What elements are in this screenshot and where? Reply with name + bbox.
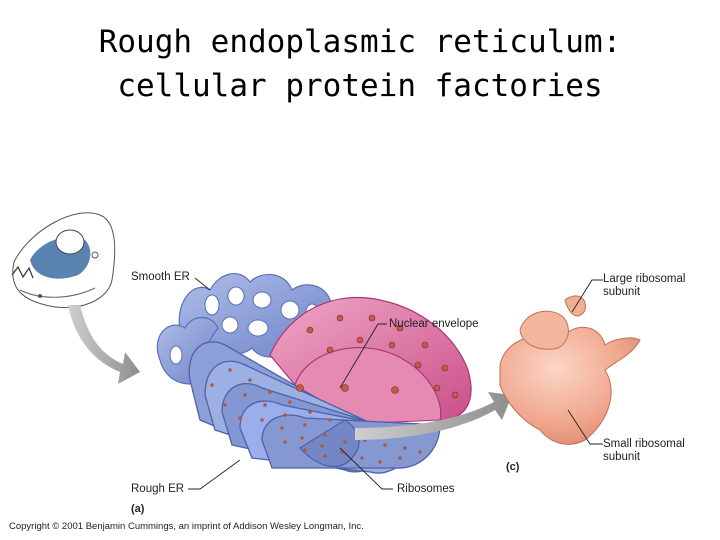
label-large-subunit: Large ribosomal subunit <box>603 273 685 299</box>
label-smooth-er: Smooth ER <box>131 271 190 283</box>
panel-label-a: (a) <box>131 503 145 515</box>
title-line-1: Rough endoplasmic reticulum: <box>98 24 622 60</box>
cell-thumbnail <box>11 212 116 309</box>
label-large-subunit-line1: Large ribosomal <box>603 273 686 285</box>
panel-label-c: (c) <box>506 461 520 473</box>
title-line-2: cellular protein factories <box>117 68 603 104</box>
ribosome-dots <box>210 368 422 464</box>
zoom-arrow-right <box>355 392 512 440</box>
ribosome-subunits <box>499 295 641 445</box>
label-large-subunit-line2: subunit <box>603 286 641 298</box>
copyright-notice: Copyright © 2001 Benjamin Cummings, an i… <box>9 521 364 532</box>
label-nuclear-envelope: Nuclear envelope <box>389 318 479 330</box>
label-ribosomes: Ribosomes <box>397 483 455 495</box>
label-small-subunit: Small ribosomal subunit <box>603 438 685 464</box>
zoom-arrow-left <box>68 305 140 384</box>
nuclear-pores <box>296 314 459 399</box>
label-small-subunit-line1: Small ribosomal <box>603 438 685 450</box>
label-rough-er: Rough ER <box>131 483 185 495</box>
label-small-subunit-line2: subunit <box>603 451 641 463</box>
slide-title: Rough endoplasmic reticulum: cellular pr… <box>0 20 720 108</box>
leader-lines <box>188 277 603 490</box>
